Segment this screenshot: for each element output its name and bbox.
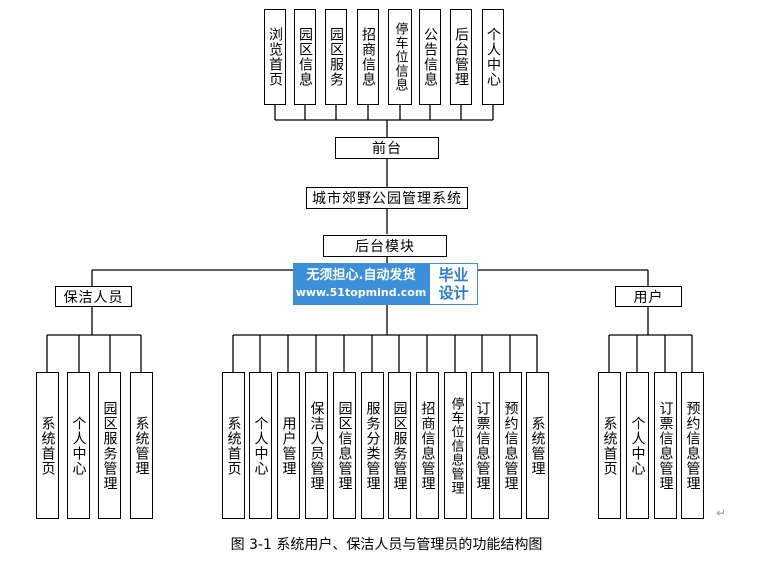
admin-module-reservation-mgmt: 预约信息管理 — [499, 372, 522, 519]
watermark-badge-line2: 设计 — [438, 284, 469, 302]
watermark-slogan: 无须担心.自动发货 — [306, 268, 416, 283]
watermark-text-block: 无须担心.自动发货 www.51topmind.com — [293, 263, 429, 305]
admin-module-park-service-mgmt: 园区服务管理 — [388, 372, 411, 519]
admin-module-service-category-mgmt: 服务分类管理 — [361, 372, 384, 519]
admin-module-park-info-mgmt: 园区信息管理 — [333, 372, 356, 519]
user-module-personal-center: 个人中心 — [626, 372, 649, 519]
figure-caption: 图 3-1 系统用户、保洁人员与管理员的功能结构图 — [230, 537, 543, 553]
watermark-url: www.51topmind.com — [295, 286, 427, 299]
cleaner-module-system-mgmt: 系统管理 — [130, 372, 153, 519]
front-module-notice-info: 公告信息 — [419, 9, 441, 105]
front-node: 前台 — [335, 137, 439, 159]
front-module-personal-center: 个人中心 — [482, 9, 504, 105]
watermark-badge: 毕业 设计 — [429, 263, 478, 305]
user-module-home: 系统首页 — [598, 372, 621, 519]
cleaner-module-park-service-mgmt: 园区服务管理 — [98, 372, 121, 519]
cleaner-node: 保洁人员 — [55, 286, 132, 307]
admin-module-home: 系统首页 — [222, 372, 245, 519]
front-module-parking-info: 停车位信息 — [388, 9, 412, 105]
admin-module-system-mgmt: 系统管理 — [526, 372, 549, 519]
user-module-reservation-mgmt: 预约信息管理 — [681, 372, 704, 519]
admin-module-ticket-mgmt: 订票信息管理 — [471, 372, 494, 519]
admin-module-cleaner-mgmt: 保洁人员管理 — [305, 372, 328, 519]
front-module-investment-info: 招商信息 — [357, 9, 379, 105]
user-node: 用户 — [615, 286, 682, 307]
paragraph-mark: ↵ — [716, 506, 727, 520]
admin-module-parking-mgmt: 停车位信息管理 — [444, 372, 467, 519]
front-module-park-service: 园区服务 — [325, 9, 347, 105]
cleaner-module-personal-center: 个人中心 — [67, 372, 90, 519]
watermark-badge-line1: 毕业 — [438, 266, 469, 284]
front-module-browse-home: 浏览首页 — [264, 9, 286, 105]
backend-node: 后台模块 — [323, 235, 447, 257]
watermark-banner: 无须担心.自动发货 www.51topmind.com 毕业 设计 — [293, 263, 478, 305]
front-module-admin: 后台管理 — [450, 9, 472, 105]
cleaner-module-home: 系统首页 — [36, 372, 59, 519]
admin-module-investment-mgmt: 招商信息管理 — [416, 372, 439, 519]
admin-module-personal-center: 个人中心 — [249, 372, 272, 519]
front-module-park-info: 园区信息 — [294, 9, 316, 105]
user-module-ticket-mgmt: 订票信息管理 — [654, 372, 677, 519]
system-node: 城市郊野公园管理系统 — [306, 187, 468, 209]
admin-module-user-mgmt: 用户管理 — [277, 372, 300, 519]
